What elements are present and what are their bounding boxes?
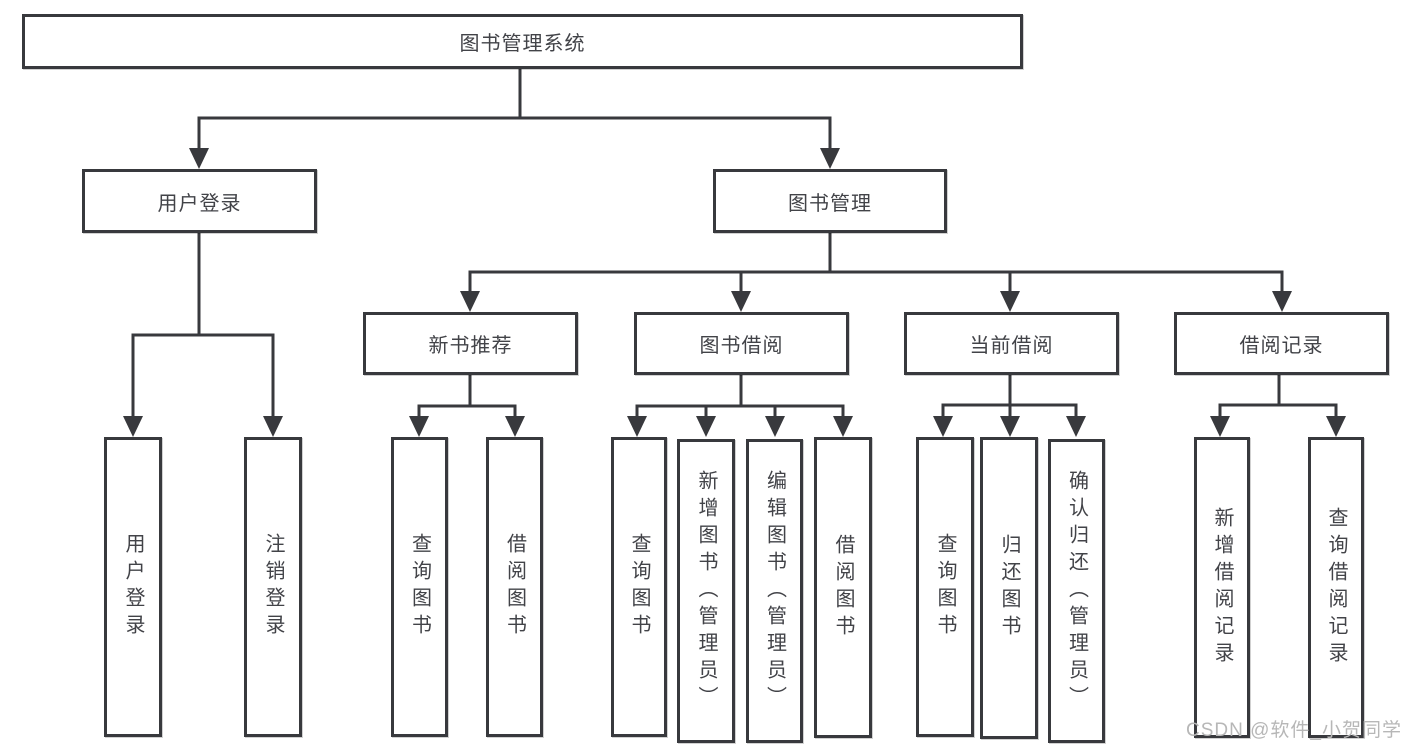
leaf-label: 新增借阅记录: [1211, 506, 1233, 669]
leaf-label: 注销登录: [262, 533, 284, 641]
leaf-user-login: 用户登录: [104, 437, 162, 737]
leaf-confirm-return-admin: 确认归还（管理员）: [1048, 439, 1105, 743]
leaf-label: 确认归还（管理员）: [1065, 469, 1088, 713]
node-label: 用户登录: [157, 192, 242, 215]
leaf-query-books-recommend: 查询图书: [391, 437, 448, 737]
leaf-label: 归还图书: [998, 534, 1020, 642]
watermark-text: CSDN @软件_小贺同学: [1186, 720, 1402, 741]
leaf-edit-books-admin: 编辑图书（管理员）: [746, 439, 803, 743]
leaf-borrow-books-recommend: 借阅图书: [486, 437, 543, 737]
leaf-borrow-books: 借阅图书: [814, 437, 872, 738]
node-current-borrowing: 当前借阅: [904, 312, 1119, 375]
node-label: 借阅记录: [1239, 335, 1324, 357]
leaf-label: 借阅图书: [503, 533, 526, 641]
leaf-label: 查询借阅记录: [1325, 506, 1347, 669]
leaf-label: 查询图书: [408, 533, 431, 641]
node-label: 图书借阅: [699, 335, 784, 357]
leaf-query-books-current: 查询图书: [916, 437, 974, 737]
leaf-label: 查询图书: [628, 533, 650, 641]
connector-root-to-level2: [197, 67, 832, 154]
node-book-borrowing: 图书借阅: [634, 312, 849, 375]
connector-current-to-leaves: [941, 373, 1078, 422]
connector-newbook-to-leaves: [417, 373, 517, 422]
leaf-label: 查询图书: [934, 533, 956, 641]
node-new-book-recommend: 新书推荐: [363, 312, 578, 375]
connector-userlogin-to-leaves: [131, 231, 275, 422]
leaf-label: 用户登录: [122, 533, 144, 641]
leaf-query-borrow-record: 查询借阅记录: [1308, 437, 1364, 738]
node-library-management-system: 图书管理系统: [22, 14, 1023, 69]
node-borrowing-records: 借阅记录: [1174, 312, 1389, 375]
connector-borrowing-to-leaves: [635, 373, 845, 422]
leaf-query-books-borrowing: 查询图书: [611, 437, 667, 737]
leaf-label: 编辑图书（管理员）: [763, 469, 786, 713]
leaf-label: 新增图书（管理员）: [695, 469, 717, 713]
node-user-login-branch: 用户登录: [82, 169, 317, 233]
connector-bookmgmt-to-level3: [468, 231, 1284, 297]
node-book-management: 图书管理: [713, 169, 947, 233]
leaf-logout: 注销登录: [244, 437, 302, 737]
leaf-add-borrow-record: 新增借阅记录: [1194, 437, 1250, 738]
leaf-return-books: 归还图书: [980, 437, 1038, 739]
connector-records-to-leaves: [1218, 373, 1338, 422]
leaf-label: 借阅图书: [832, 533, 854, 642]
arrow-down-icon: [123, 148, 1346, 437]
node-label: 当前借阅: [969, 335, 1054, 357]
node-label: 图书管理系统: [459, 33, 586, 55]
node-label: 新书推荐: [428, 335, 513, 357]
node-label: 图书管理: [788, 192, 872, 215]
leaf-add-books-admin: 新增图书（管理员）: [677, 439, 735, 743]
